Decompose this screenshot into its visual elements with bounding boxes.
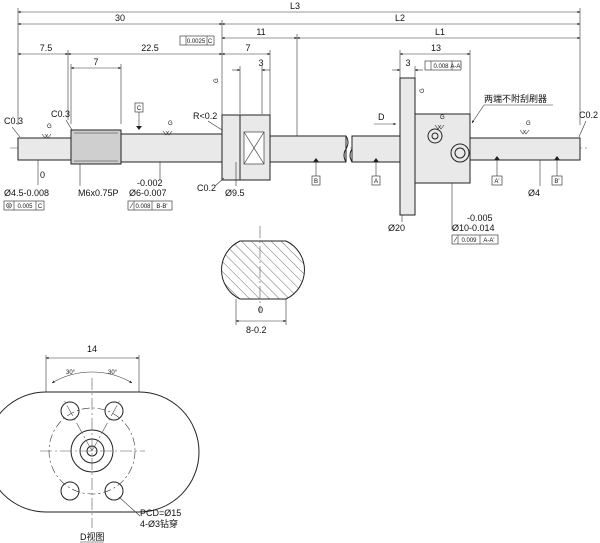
gdt-runout-d6-value: 0.008 [135,204,151,210]
dim-l1: L1 [435,27,445,37]
chamfer-c02-right: C0.2 [579,110,598,120]
svg-text:G: G [214,78,220,83]
hex-width-dimension: 3 [232,58,270,114]
gdt-perp-nut-value: 0.008 [433,64,449,70]
tol-d10-top: -0.005 [467,213,493,223]
gdt-runout-d10-value: 0.009 [461,238,477,244]
view-d-arrow-label: D [378,112,385,122]
hex-section-view: 0 8-0.2 [221,226,305,335]
radius-r02: R<0.2 [193,111,217,121]
dia-4: Ø4 [528,188,540,198]
dim-13: 13 [431,43,441,53]
dia-9-5: Ø9.5 [225,188,245,198]
dim-14: 14 [87,344,97,354]
svg-text:G: G [440,115,445,121]
svg-text:G: G [168,121,173,127]
pcd-note: PCD=Ø15 [140,508,181,518]
svg-text:A: A [374,179,378,185]
dim-3-nut: 3 [405,58,410,68]
gdt-runout-d10-ref: A-A' [483,238,494,244]
holes-note: 4-Ø3钻穿 [140,518,178,529]
chamfer-c02-hex: C0.2 [197,183,216,193]
datum-c: C [134,102,144,130]
gdt-perpendicularity-top: 0.0025 C [179,35,215,46]
dia-20: Ø20 [388,223,405,233]
dim-7-thread: 7 [93,57,98,67]
svg-text:G: G [420,88,426,93]
surface-finish-marks: G G G G G G [41,78,531,139]
gdt-perp-nut-ref: A-A' [450,64,461,70]
tol-d10-bottom: Ø10-0.014 [452,223,495,233]
dim-30: 30 [115,13,125,23]
angle-right: 30° [108,370,118,376]
tol-d45-top: 0 [40,170,45,180]
dim-l3: L3 [290,1,300,11]
svg-text:A': A' [494,179,499,185]
flange-d-view: 14 30° 30° PCD=Ø15 4-Ø3钻穿 D视图 [0,344,200,543]
gdt-conc-value: 0.005 [17,204,33,210]
tol-d45-bottom: Ø4.5-0.008 [4,188,49,198]
datum-b-prime: B' [551,156,563,186]
dim-11: 11 [256,27,265,37]
svg-text:G: G [47,124,52,130]
svg-text:B: B [314,179,318,185]
datum-b: B [311,158,321,186]
angle-left: 30° [66,370,76,376]
nut-flange-dimension: 3 0.008 A-A' [392,58,462,86]
gdt-perp-top-value: 0.0025 [187,39,206,45]
dim-l2: L2 [395,13,405,23]
gdt-conc-ref: C [38,204,43,210]
gdt-runout-d6-ref: B-B' [156,204,167,210]
chamfer-c03-thread: C0.3 [51,109,70,119]
screw-shaft [10,77,590,216]
hex-dim-bottom: 8-0.2 [246,325,267,335]
wiper-note: 两端不附刮刷器 [484,93,547,104]
svg-text:C: C [137,106,142,112]
dim-7-5: 7.5 [40,43,53,53]
dim-7-hex: 7 [245,43,250,53]
datum-a: A [371,158,381,186]
svg-text:G: G [526,121,531,127]
shaft-annotations: C0.3 C0.3 R<0.2 C0.2 C0.2 0 Ø4.5-0.008 0… [3,78,598,245]
chamfer-c03-left: C0.3 [4,116,23,126]
tol-d6-bottom: Ø6-0.007 [129,188,167,198]
dim-22-5: 22.5 [141,43,159,53]
hex-dim-top: 0 [258,305,263,315]
overall-dimensions: L3 30 L2 11 L1 7.5 22.5 7 13 [17,1,581,140]
tol-d6-top: -0.002 [137,178,163,188]
view-d-title: D视图 [80,531,105,542]
thread-m6: M6x0.75P [78,188,119,198]
gdt-perp-top-ref: C [208,39,213,45]
datum-a-prime: A' [491,156,503,186]
thread-length-dimension: 7 [70,57,122,124]
svg-text:B': B' [554,179,559,185]
dim-3-hex: 3 [258,58,263,68]
